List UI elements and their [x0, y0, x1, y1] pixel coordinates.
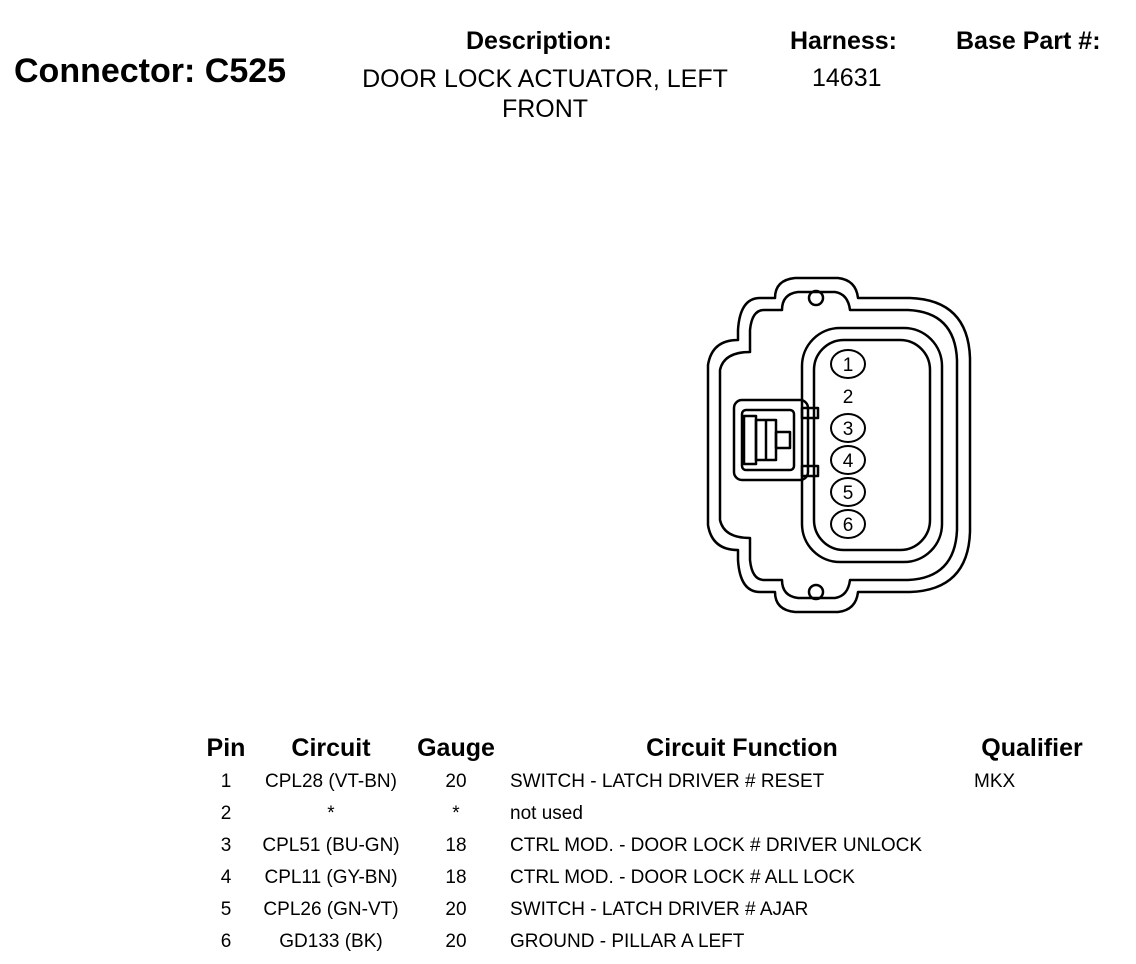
qualifier-column-header: Qualifier: [981, 733, 1083, 762]
qualifier-cell: [974, 798, 1090, 830]
circuit-cell: CPL51 (BU-GN): [262, 835, 400, 856]
qualifier-cell: [974, 862, 1090, 894]
pin-cell: 4: [220, 867, 232, 888]
pin-circle: [830, 349, 866, 379]
circuit-cell: CPL26 (GN-VT): [263, 899, 399, 920]
table-row: 6 GD133 (BK) 20 GROUND - PILLAR A LEFT: [196, 926, 1090, 958]
function-cell: SWITCH - LATCH DRIVER # RESET: [510, 771, 825, 792]
pin-column-header: Pin: [206, 733, 246, 762]
pin-cell: 6: [220, 931, 232, 952]
function-cell: CTRL MOD. - DOOR LOCK # DRIVER UNLOCK: [510, 835, 923, 856]
table-row: 4 CPL11 (GY-BN) 18 CTRL MOD. - DOOR LOCK…: [196, 862, 1090, 894]
connector-face-diagram: 1 2 3 4 5 6: [706, 276, 972, 614]
table-row: 3 CPL51 (BU-GN) 18 CTRL MOD. - DOOR LOCK…: [196, 830, 1090, 862]
pin-table: Pin Circuit Gauge Circuit Function Quali…: [196, 730, 1090, 958]
locking-latch: [732, 398, 810, 482]
gauge-cell: 20: [445, 771, 467, 792]
circuit-cell: CPL11 (GY-BN): [264, 867, 398, 888]
description-value: DOOR LOCK ACTUATOR, LEFT FRONT: [362, 65, 728, 123]
pin-label: 1: [843, 355, 854, 376]
connector-title: Connector: C525: [14, 52, 287, 90]
table-row: 5 CPL26 (GN-VT) 20 SWITCH - LATCH DRIVER…: [196, 894, 1090, 926]
gauge-column-header: Gauge: [417, 733, 495, 762]
gauge-cell: 18: [445, 835, 467, 856]
circuit-cell: GD133 (BK): [279, 931, 383, 952]
pin-cell: 5: [220, 899, 232, 920]
pin-cell: 1: [220, 771, 232, 792]
pin-cell: 2: [220, 803, 232, 824]
base-part-label: Base Part #:: [956, 27, 1101, 55]
pin-label: 5: [843, 483, 854, 504]
pin-label: 3: [843, 419, 854, 440]
harness-value: 14631: [812, 64, 882, 92]
connector-inner-shell: [718, 290, 959, 600]
terminal-cavity: [800, 326, 944, 564]
description-label: Description:: [466, 27, 612, 55]
gauge-cell: 18: [445, 867, 467, 888]
pin-circle: [830, 509, 866, 539]
function-cell: not used: [510, 803, 583, 824]
circuit-cell: *: [327, 803, 335, 824]
pin-cell: 3: [220, 835, 232, 856]
pin-label: 4: [843, 451, 854, 472]
pin-circle: [830, 445, 866, 475]
table-header-row: Pin Circuit Gauge Circuit Function Quali…: [196, 730, 1090, 766]
circuit-column-header: Circuit: [291, 733, 371, 762]
pin-label: 6: [843, 515, 854, 536]
function-column-header: Circuit Function: [646, 733, 838, 762]
qualifier-cell: [974, 894, 1090, 926]
gauge-cell: *: [452, 803, 460, 824]
qualifier-cell: [974, 830, 1090, 862]
pin-circle: [830, 477, 866, 507]
function-cell: CTRL MOD. - DOOR LOCK # ALL LOCK: [510, 867, 855, 888]
pin-circle: [830, 413, 866, 443]
qualifier-cell: [974, 926, 1090, 958]
function-cell: GROUND - PILLAR A LEFT: [510, 931, 745, 952]
table-row: 2 * * not used: [196, 798, 1090, 830]
table-row: 1 CPL28 (VT-BN) 20 SWITCH - LATCH DRIVER…: [196, 766, 1090, 798]
gauge-cell: 20: [445, 899, 467, 920]
qualifier-cell: MKX: [974, 771, 1016, 792]
pin-label: 2: [843, 387, 854, 408]
circuit-cell: CPL28 (VT-BN): [265, 771, 397, 792]
harness-label: Harness:: [790, 27, 897, 55]
function-cell: SWITCH - LATCH DRIVER # AJAR: [510, 899, 809, 920]
gauge-cell: 20: [445, 931, 467, 952]
connector-outer-shell: [706, 276, 972, 614]
